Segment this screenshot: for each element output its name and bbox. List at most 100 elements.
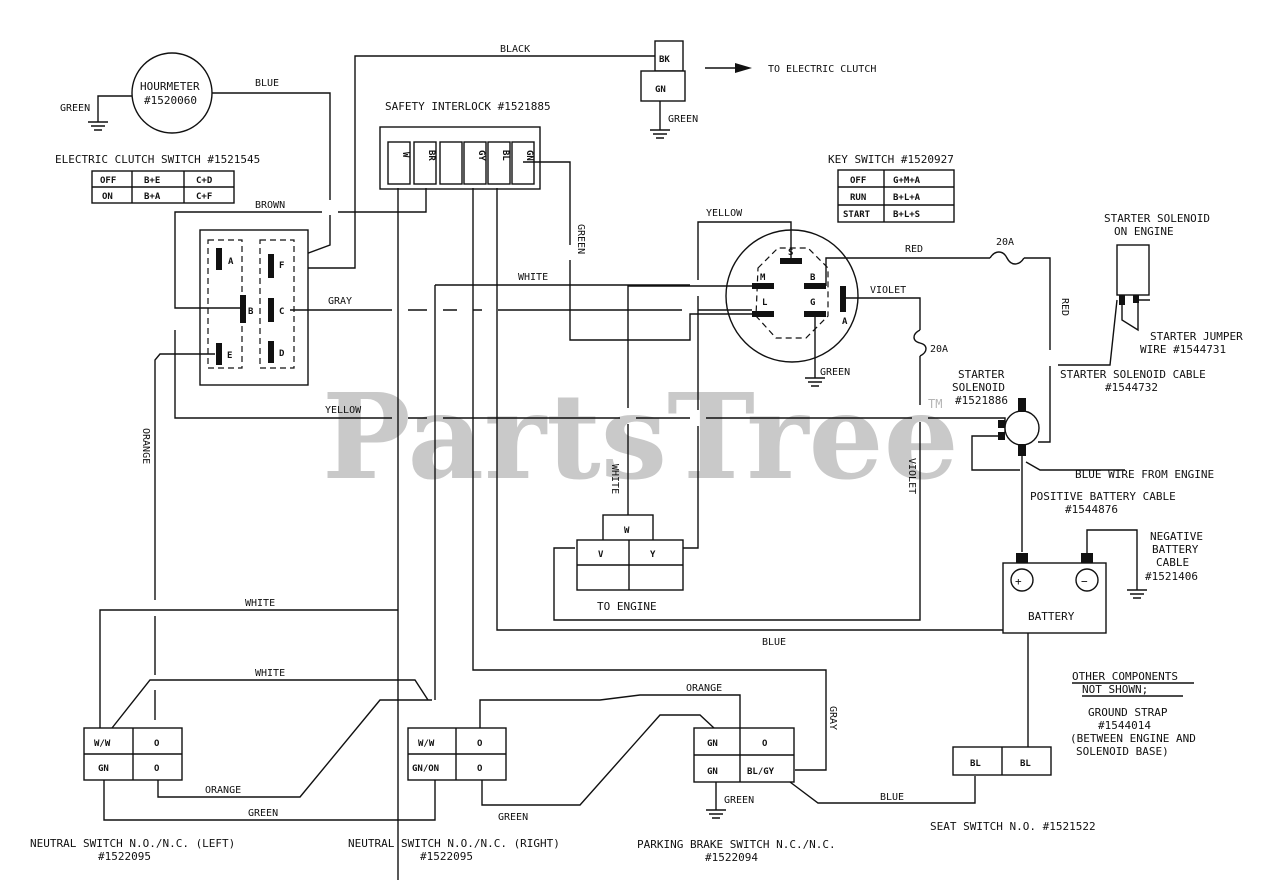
key-terminal-g: G	[810, 298, 815, 308]
seat-pin-bl2: BL	[1020, 759, 1031, 769]
clutch-terminal-a: A	[228, 257, 234, 267]
label-yellow-main: YELLOW	[325, 405, 362, 416]
label-black: BLACK	[500, 44, 530, 55]
clutch-table-on-1: B+A	[144, 192, 161, 202]
wire-blue-engine	[1025, 461, 1125, 471]
solenoid-engine-line1: STARTER SOLENOID	[1104, 212, 1210, 225]
other-components-line2: #1544014	[1098, 719, 1151, 732]
parking-brake-part: #1522094	[705, 851, 758, 864]
label-yellow-key: YELLOW	[706, 208, 743, 219]
parking-pin-blgy: BL/GY	[747, 767, 775, 777]
key-table-run-1: B+L+A	[893, 193, 921, 203]
wire-violet	[553, 297, 921, 621]
solenoid-cable-line2: #1544732	[1105, 381, 1158, 394]
neutral-switch-left: W/W O GN O	[83, 727, 183, 781]
hourmeter-part: #1520060	[144, 94, 197, 107]
hourmeter-name: HOURMETER	[140, 80, 200, 93]
interlock-pin-br: BR	[426, 150, 436, 161]
engine-pin-y: Y	[650, 550, 656, 560]
wire-yellow-key	[683, 221, 792, 549]
label-green-parking-ground: GREEN	[724, 795, 754, 806]
label-violet: VIOLET	[870, 285, 906, 296]
engine-pin-v: V	[598, 550, 604, 560]
solenoid-engine-line2: ON ENGINE	[1114, 225, 1174, 238]
key-switch: S M B L G A	[725, 229, 859, 363]
label-to-electric-clutch: TO ELECTRIC CLUTCH	[768, 64, 876, 75]
label-to-engine: TO ENGINE	[597, 600, 657, 613]
clutch-table-on: ON	[102, 192, 113, 202]
key-table-start: START	[843, 210, 871, 220]
parking-pin-gn1: GN	[707, 739, 718, 749]
interlock-pin-gy: GY	[476, 150, 486, 161]
parking-pin-gn2: GN	[707, 767, 718, 777]
battery-plus: +	[1015, 575, 1022, 588]
label-blue-seat-bottom: BLUE	[880, 792, 904, 803]
other-components-line4: SOLENOID BASE)	[1076, 745, 1169, 758]
key-table-off-1: G+M+A	[893, 176, 921, 186]
neutral-right-label: NEUTRAL SWITCH N.O./N.C. (RIGHT)	[348, 837, 560, 850]
battery-label: BATTERY	[1028, 610, 1075, 623]
key-terminal-l: L	[762, 298, 768, 308]
wire-green-interlock	[523, 161, 752, 341]
key-switch-title: KEY SWITCH #1520927	[828, 153, 954, 166]
engine-pin-w: W	[624, 526, 630, 536]
positive-cable-line2: #1544876	[1065, 503, 1118, 516]
wire-white-interlock	[155, 188, 399, 880]
clutch-switch-title: ELECTRIC CLUTCH SWITCH #1521545	[55, 153, 260, 166]
starter-solenoid-line1: STARTER	[958, 368, 1005, 381]
other-components-line1: GROUND STRAP	[1088, 706, 1168, 719]
other-components-note: OTHER COMPONENTS NOT SHOWN; GROUND STRAP…	[1070, 670, 1196, 758]
label-gray: GRAY	[328, 296, 352, 307]
watermark: PartsTree	[322, 367, 959, 506]
label-white-main: WHITE	[245, 598, 275, 609]
wire-hourmeter-ground	[88, 95, 132, 131]
neutral-left-pin-gn: GN	[98, 764, 109, 774]
engine-solenoid	[1116, 244, 1150, 332]
safety-interlock-title: SAFETY INTERLOCK #1521885	[385, 100, 551, 113]
wire-white-neutral-right	[111, 679, 429, 729]
wire-gray-interlock	[472, 188, 827, 771]
neutral-right-part: #1522095	[420, 850, 473, 863]
clutch-table-off: OFF	[100, 176, 116, 186]
connector-bk: BK	[659, 55, 670, 65]
label-blue-seat: BLUE	[762, 637, 786, 648]
wire-white-key	[627, 285, 752, 515]
wire-black	[290, 55, 655, 269]
other-components-title2: NOT SHOWN;	[1082, 683, 1148, 696]
connector-gn: GN	[655, 85, 666, 95]
key-switch-table: OFF G+M+A RUN B+L+A START B+L+S	[837, 169, 955, 223]
neutral-left-label: NEUTRAL SWITCH N.O./N.C. (LEFT)	[30, 837, 235, 850]
wire-brown	[174, 188, 427, 309]
neutral-right-pin-o1: O	[477, 739, 483, 749]
wire-white-neutral-left	[99, 609, 155, 728]
other-components-title1: OTHER COMPONENTS	[1072, 670, 1178, 683]
label-violet-vertical: VIOLET	[906, 458, 917, 494]
parking-ground	[706, 782, 726, 819]
label-white-engine: WHITE	[609, 464, 620, 494]
label-white-run: WHITE	[518, 272, 548, 283]
seat-switch-label: SEAT SWITCH N.O. #1521522	[930, 820, 1096, 833]
wire-green-parking	[481, 714, 715, 806]
neutral-left-part: #1522095	[98, 850, 151, 863]
battery: + − BATTERY	[1002, 553, 1107, 634]
starter-jumper-line2: WIRE #1544731	[1140, 343, 1226, 356]
label-blue-hourmeter: BLUE	[255, 78, 279, 89]
wire-solenoid-loop	[971, 435, 1020, 471]
hourmeter: HOURMETER #1520060	[131, 52, 213, 134]
negative-cable-line1: NEGATIVE	[1150, 530, 1203, 543]
label-green-hourmeter: GREEN	[60, 103, 90, 114]
label-fuse-violet: 20A	[930, 344, 948, 355]
wire-solenoid-cable	[1058, 299, 1118, 366]
label-gray-parking: GRAY	[827, 706, 838, 730]
key-table-off: OFF	[850, 176, 866, 186]
clutch-table-on-2: C+F	[196, 192, 212, 202]
wire-yellow-main	[174, 330, 1006, 432]
negative-cable-line3: CABLE	[1156, 556, 1189, 569]
label-blue-wire-engine: BLUE WIRE FROM ENGINE	[1075, 468, 1214, 481]
starter-solenoid-line2: SOLENOID	[952, 381, 1005, 394]
label-brown: BROWN	[255, 200, 285, 211]
wire-orange-parking	[479, 694, 741, 728]
parking-brake-switch: GN O GN BL/GY	[693, 727, 795, 783]
battery-minus: −	[1081, 575, 1088, 588]
